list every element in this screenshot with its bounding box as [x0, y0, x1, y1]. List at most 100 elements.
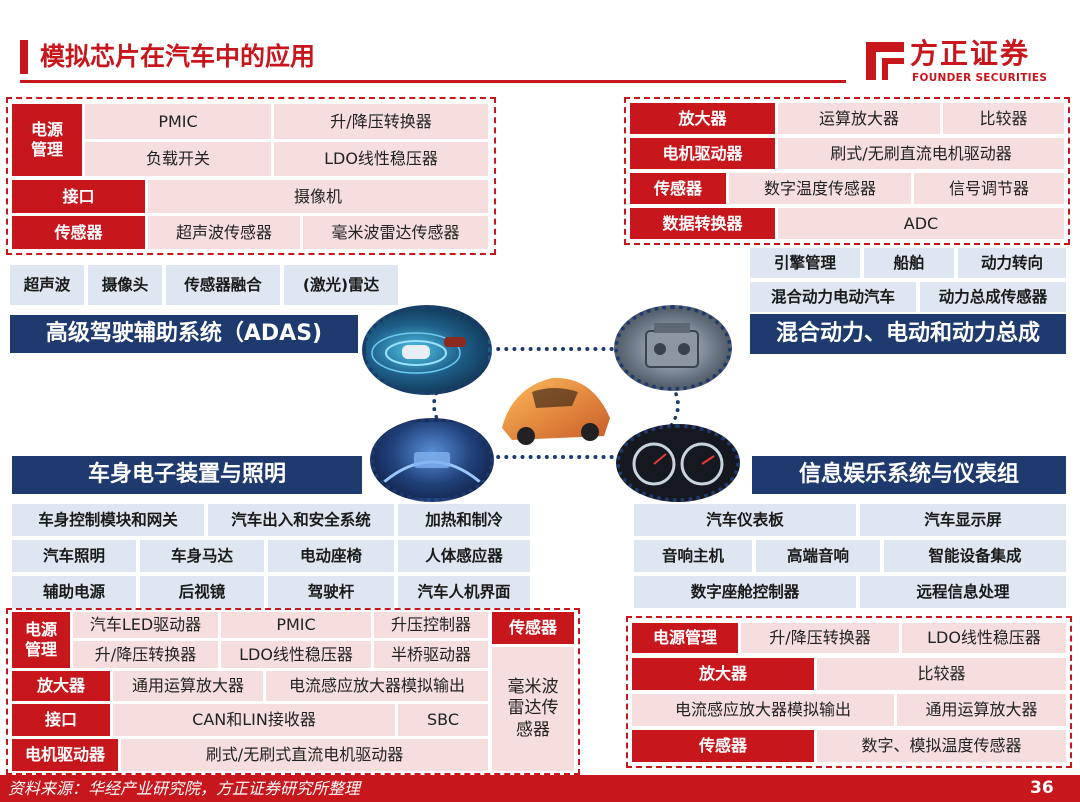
footer-source: 资料来源：华经产业研究院，方正证券研究所整理	[8, 779, 361, 798]
adas-sensor-label: 传感器	[12, 216, 145, 249]
sports-car-icon	[502, 377, 610, 445]
powertrain-title: 混合动力、电动和动力总成	[750, 314, 1066, 354]
adas-power-label: 电源管理	[12, 104, 82, 176]
body-sensor-label: 传感器	[492, 612, 574, 644]
powertrain-tag: 船舶	[864, 248, 954, 278]
adas-tag: 摄像头	[88, 265, 162, 305]
pt-amp-item: 运算放大器	[778, 103, 940, 134]
pt-amp-item: 比较器	[943, 103, 1064, 134]
adas-tag: (激光)雷达	[284, 265, 398, 305]
pt-motor-item: 刷式/无刷直流电机驱动器	[778, 138, 1064, 169]
info-amp-label: 放大器	[632, 658, 814, 690]
infotainment-tag: 汽车仪表板	[634, 504, 856, 536]
body-title: 车身电子装置与照明	[12, 456, 362, 494]
pt-amp-label: 放大器	[630, 103, 775, 134]
infotainment-title: 信息娱乐系统与仪表组	[752, 456, 1066, 494]
infotainment-tag: 数字座舱控制器	[634, 576, 856, 608]
body-interface-item: CAN和LIN接收器	[113, 704, 395, 736]
powertrain-tag: 引擎管理	[750, 248, 860, 278]
pt-sensor-label: 传感器	[630, 173, 726, 204]
footer-bar	[0, 775, 1080, 802]
info-power-item: 升/降压转换器	[741, 623, 899, 653]
title-rule	[20, 80, 846, 83]
adas-tag: 超声波	[10, 265, 84, 305]
body-sensor-item: 毫米波雷达传感器	[492, 647, 574, 771]
body-power-label: 电源管理	[12, 612, 70, 668]
body-tag: 人体感应器	[398, 540, 530, 572]
adas-power-item: 负载开关	[85, 142, 271, 176]
body-tag: 汽车照明	[12, 540, 136, 572]
adas-title: 高级驾驶辅助系统（ADAS)	[10, 315, 358, 353]
infotainment-tag: 高端音响	[756, 540, 880, 572]
body-interface-item: SBC	[398, 704, 488, 736]
adas-power-item: PMIC	[85, 104, 271, 139]
pt-adc-label: 数据转换器	[630, 208, 775, 239]
interior-image	[370, 418, 494, 502]
body-tag: 加热和制冷	[398, 504, 530, 536]
connector-line	[480, 455, 630, 459]
adas-interface-item: 摄像机	[148, 180, 488, 213]
infotainment-tag: 远程信息处理	[860, 576, 1066, 608]
info-amp-item: 通用运算放大器	[897, 694, 1066, 726]
adas-sensor-item: 毫米波雷达传感器	[303, 216, 488, 249]
info-amp-item: 电流感应放大器模拟输出	[632, 694, 894, 726]
info-sensor-item: 数字、模拟温度传感器	[817, 730, 1066, 762]
info-power-item: LDO线性稳压器	[902, 623, 1066, 653]
adas-image	[362, 305, 492, 395]
body-tag: 辅助电源	[12, 576, 136, 608]
body-motor-item: 刷式/无刷式直流电机驱动器	[121, 739, 488, 771]
info-sensor-label: 传感器	[632, 730, 814, 762]
body-interface-label: 接口	[12, 704, 110, 736]
pt-sensor-item: 数字温度传感器	[729, 173, 911, 204]
body-power-item: 汽车LED驱动器	[73, 612, 218, 638]
pt-adc-item: ADC	[778, 208, 1064, 239]
infotainment-tag: 音响主机	[634, 540, 752, 572]
body-amp-label: 放大器	[12, 671, 110, 701]
body-tag: 驾驶杆	[268, 576, 394, 608]
body-tag: 后视镜	[140, 576, 264, 608]
adas-tag: 传感器融合	[166, 265, 280, 305]
powertrain-tag: 动力总成传感器	[920, 282, 1066, 312]
powertrain-tag: 动力转向	[958, 248, 1066, 278]
infotainment-tag: 智能设备集成	[884, 540, 1066, 572]
body-tag: 车身控制模块和网关	[12, 504, 204, 536]
body-tag: 电动座椅	[268, 540, 394, 572]
adas-power-item: LDO线性稳压器	[274, 142, 488, 176]
logo-text-cn: 方正证券	[910, 37, 1031, 70]
adas-power-item: 升/降压转换器	[274, 104, 488, 139]
logo-text-en: FOUNDER SECURITIES	[912, 72, 1048, 84]
body-power-item: LDO线性稳压器	[221, 641, 371, 668]
body-power-item: 升压控制器	[374, 612, 488, 638]
car-interior-icon	[383, 452, 481, 484]
car-radar-icon	[371, 332, 466, 374]
body-amp-item: 电流感应放大器模拟输出	[266, 671, 488, 701]
adas-interface-label: 接口	[12, 180, 145, 213]
info-amp-item: 比较器	[817, 658, 1066, 690]
dashboard-image	[616, 424, 740, 502]
engine-icon	[645, 323, 699, 368]
connector-line	[432, 375, 492, 435]
powertrain-tag: 混合动力电动汽车	[750, 282, 916, 312]
founder-logo-icon	[866, 42, 904, 80]
body-amp-item: 通用运算放大器	[113, 671, 263, 701]
body-power-item: 升/降压转换器	[73, 641, 218, 668]
pt-sensor-item: 信号调节器	[914, 173, 1064, 204]
engine-image	[614, 305, 732, 391]
body-tag: 汽车人机界面	[398, 576, 530, 608]
body-tag: 汽车出入和安全系统	[208, 504, 394, 536]
infotainment-tag: 汽车显示屏	[860, 504, 1066, 536]
page-number: 36	[1030, 778, 1054, 798]
adas-sensor-item: 超声波传感器	[148, 216, 300, 249]
instrument-cluster-icon	[632, 442, 724, 486]
body-power-item: 半桥驱动器	[374, 641, 488, 668]
page-title: 模拟芯片在汽车中的应用	[40, 42, 316, 71]
body-tag: 车身马达	[140, 540, 264, 572]
title-accent-bar	[20, 40, 28, 74]
info-power-label: 电源管理	[632, 623, 738, 653]
connector-line	[620, 375, 680, 435]
body-motor-label: 电机驱动器	[12, 739, 118, 771]
connector-line	[480, 347, 630, 351]
body-power-item: PMIC	[221, 612, 371, 638]
pt-motor-label: 电机驱动器	[630, 138, 775, 169]
car-image	[492, 358, 618, 452]
